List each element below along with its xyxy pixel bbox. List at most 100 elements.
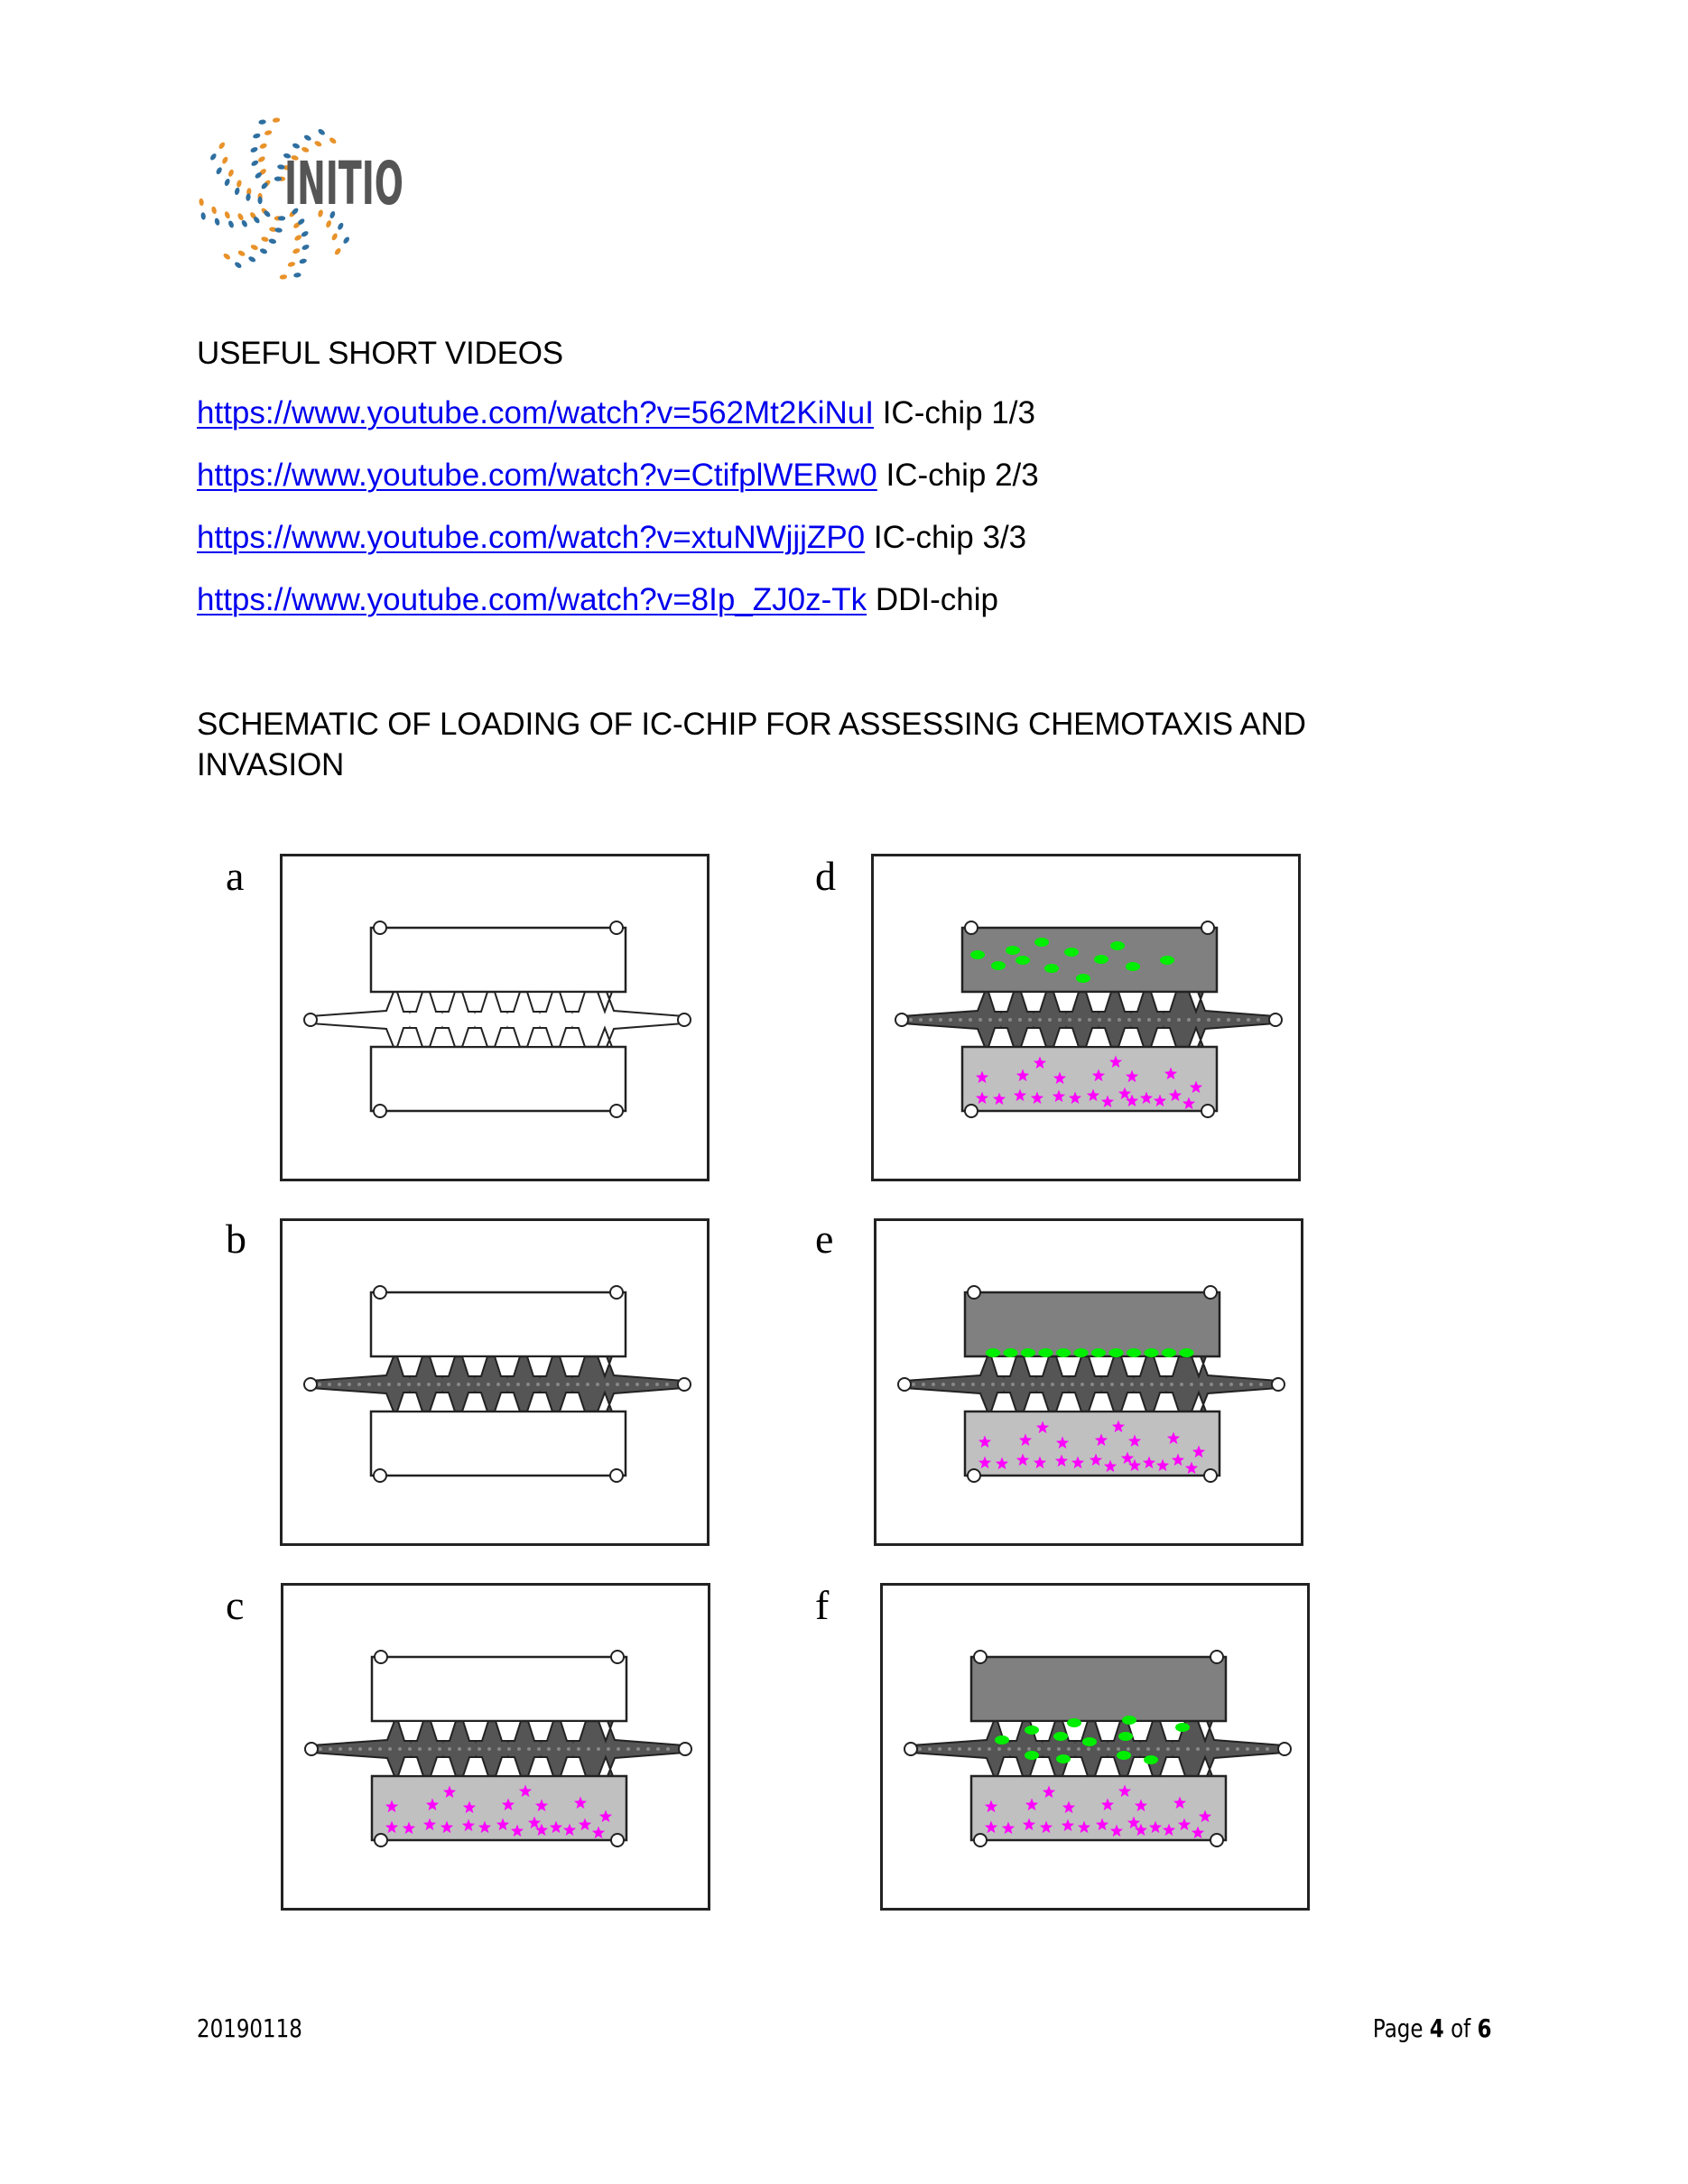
cell [1082, 1737, 1097, 1746]
video-link[interactable]: https://www.youtube.com/watch?v=8Ip_ZJ0z… [197, 582, 867, 617]
chemoattractant-star [1153, 1094, 1167, 1107]
document-date: 20190118 [197, 2013, 302, 2043]
cell [1179, 1348, 1194, 1357]
chemoattractant-star [562, 1823, 577, 1837]
video-link[interactable]: https://www.youtube.com/watch?v=562Mt2Ki… [197, 395, 874, 430]
gel-dot [318, 1383, 321, 1386]
logo-drop [214, 217, 220, 226]
gel-dot [388, 1747, 392, 1751]
logo-drop [264, 130, 273, 135]
chemoattractant-star [1100, 1798, 1115, 1811]
gel-dot [1031, 1383, 1034, 1386]
gel-dot [636, 1747, 640, 1751]
chemoattractant-star [992, 1092, 1006, 1106]
video-link-row: https://www.youtube.com/watch?v=562Mt2Ki… [197, 395, 1035, 431]
post-bottom [461, 1756, 490, 1777]
port [610, 1833, 625, 1847]
port [964, 1104, 978, 1118]
logo-drop [314, 141, 322, 147]
gel-dot [348, 1383, 351, 1386]
gel-dot [467, 1383, 470, 1386]
chemoattractant-star [984, 1800, 998, 1813]
post-bottom [1158, 1756, 1187, 1777]
chemoattractant-star [1001, 1821, 1016, 1835]
cell [1021, 1348, 1035, 1357]
logo-drop [269, 227, 277, 232]
port [1277, 1742, 1292, 1756]
logo-drop [258, 119, 266, 125]
chemoattractant-star [578, 1818, 592, 1831]
gel-dot [1177, 1018, 1181, 1022]
cell [1006, 946, 1020, 955]
videos-heading: USEFUL SHORT VIDEOS [197, 336, 563, 371]
post-bottom [1087, 1392, 1116, 1412]
gel-dot [1028, 1018, 1032, 1022]
gel-dot [338, 1383, 341, 1386]
chemoattractant-star [1089, 1453, 1103, 1467]
gel-dot [378, 1747, 382, 1751]
gel-dot [408, 1747, 412, 1751]
logo-drop [294, 235, 302, 241]
port [895, 1013, 909, 1027]
gel-dot [1137, 1018, 1141, 1022]
chemoattractant-star [1013, 1088, 1027, 1102]
cell [991, 961, 1006, 970]
chemoattractant-star [1095, 1818, 1109, 1831]
logo-drop [272, 117, 281, 123]
logo-drop [274, 227, 283, 233]
gel-dot [968, 1747, 971, 1751]
chemoattractant-star [598, 1809, 613, 1823]
chemoattractant-star [1071, 1456, 1085, 1469]
chemoattractant-star [1062, 1800, 1076, 1814]
video-link[interactable]: https://www.youtube.com/watch?v=CtifplWE… [197, 458, 877, 493]
chemoattractant-star [527, 1816, 542, 1829]
cell [1025, 1751, 1039, 1760]
top-chamber-filled [969, 1655, 1228, 1723]
post-bottom [395, 1027, 424, 1048]
gel-dot [497, 1747, 501, 1751]
gel-dot [1259, 1383, 1263, 1386]
chemoattractant-star [440, 1820, 454, 1834]
gel-dot [536, 1383, 540, 1386]
top-chamber-filled [960, 926, 1219, 994]
video-link-label: DDI-chip [875, 582, 999, 617]
post-bottom [428, 1392, 457, 1412]
gel-dot [348, 1747, 352, 1751]
gel-dot [1090, 1383, 1094, 1386]
logo-drop [277, 216, 286, 221]
gel-dot [1100, 1383, 1104, 1386]
post-bottom [525, 1392, 554, 1412]
gel-dot [377, 1383, 381, 1386]
post-top [1084, 991, 1113, 1013]
port [303, 1377, 318, 1392]
logo-drop [298, 218, 305, 225]
video-link[interactable]: https://www.youtube.com/watch?v=xtuNWjjj… [197, 520, 866, 555]
logo-drop [274, 176, 283, 181]
cells [995, 1716, 1190, 1764]
page-current: 4 [1429, 2013, 1444, 2043]
chemoattractant-star [1120, 1451, 1135, 1465]
cell [1016, 956, 1030, 965]
gel-dot [1180, 1383, 1183, 1386]
gel-dot [1207, 1018, 1210, 1022]
post-bottom [996, 1756, 1025, 1777]
gel-dot [357, 1383, 361, 1386]
gel-dot [1246, 1747, 1249, 1751]
gel-dot [918, 1747, 922, 1751]
gel-dot [1041, 1383, 1044, 1386]
chemoattractant-star [978, 1456, 992, 1469]
cell [970, 950, 985, 959]
gel-dot [1196, 1747, 1200, 1751]
chemoattractant-star [422, 1818, 437, 1831]
post-bottom [1052, 1027, 1081, 1048]
port [677, 1377, 691, 1392]
post-bottom [1022, 1392, 1051, 1412]
chemoattractant-star [1091, 1069, 1106, 1082]
chemoattractant-star [1173, 1796, 1187, 1809]
cell [1122, 1716, 1136, 1725]
gel-texture [318, 1383, 669, 1386]
post-top [429, 1720, 458, 1742]
post-bottom [1084, 1027, 1113, 1048]
gel-dot [1206, 1747, 1210, 1751]
logo-drop [250, 147, 258, 153]
